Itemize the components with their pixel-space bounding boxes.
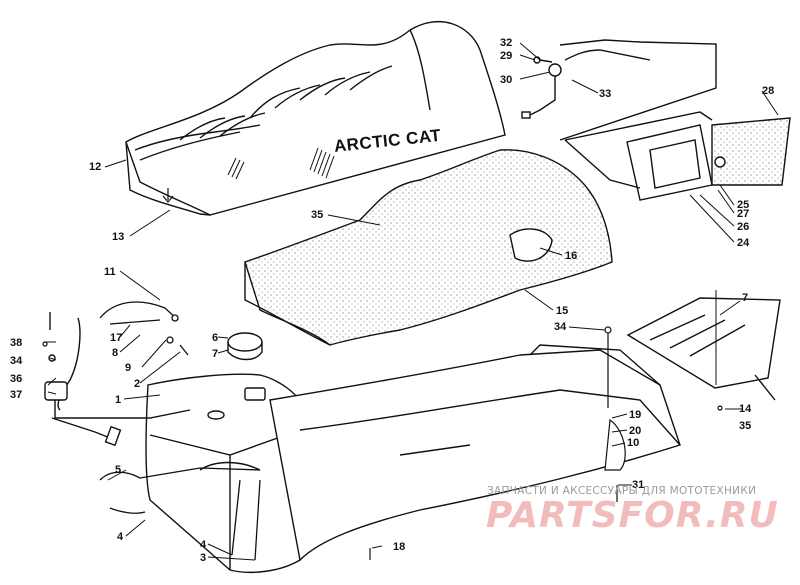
callout-2: 2 bbox=[134, 378, 141, 390]
callout-15: 14 bbox=[739, 403, 752, 415]
callout-21: 20 bbox=[629, 425, 642, 437]
callout-38: 38 bbox=[10, 337, 23, 349]
callout-31: 33 bbox=[599, 88, 612, 100]
callout-20: 19 bbox=[629, 409, 642, 421]
callout-33: 35 bbox=[739, 420, 752, 432]
callout-19: 18 bbox=[393, 541, 406, 553]
callout-27: 29 bbox=[500, 50, 513, 62]
seat-cover bbox=[125, 20, 506, 216]
callout-5: 5 bbox=[115, 464, 122, 476]
callout-18: 17 bbox=[110, 332, 123, 344]
callout-22: 24 bbox=[737, 237, 750, 249]
leader-lines bbox=[45, 42, 779, 561]
callout-1: 1 bbox=[115, 394, 122, 406]
fuel-sender bbox=[44, 312, 191, 447]
fuel-lines bbox=[99, 301, 261, 561]
callout-34: 34 bbox=[10, 355, 23, 367]
callout-14: 13 bbox=[112, 231, 125, 243]
callout-17: 16 bbox=[565, 250, 578, 262]
taillight-assembly bbox=[564, 111, 791, 201]
callout-3: 3 bbox=[200, 552, 207, 564]
callout-4-lower: 4 bbox=[117, 531, 124, 543]
watermark-logo: PARTSFOR.RU bbox=[486, 495, 779, 536]
console-base bbox=[269, 344, 681, 562]
callout-4-upper: 4 bbox=[200, 539, 207, 551]
callout-16: 15 bbox=[556, 305, 569, 317]
callout-36: 36 bbox=[10, 373, 23, 385]
callout-7: 7 bbox=[212, 348, 219, 360]
fuel-cap bbox=[227, 332, 263, 361]
callout-10: 9 bbox=[125, 362, 132, 374]
callout-12: 11 bbox=[104, 266, 116, 278]
watermark-caption: ЗАПЧАСТИ И АКСЕССУАРЫ ДЛЯ МОТОТЕХНИКИ bbox=[487, 485, 757, 497]
rear-cover bbox=[626, 290, 781, 401]
callout-9: 8 bbox=[112, 347, 119, 359]
callout-29: 31 bbox=[632, 479, 645, 491]
callout-30: 32 bbox=[500, 37, 513, 49]
callout-13: 12 bbox=[89, 161, 102, 173]
seat-foam bbox=[244, 149, 613, 346]
callout-8: 7 bbox=[742, 292, 749, 304]
callout-35: 35 bbox=[311, 209, 324, 221]
callout-6: 6 bbox=[212, 332, 219, 344]
callout-25: 27 bbox=[737, 208, 750, 220]
callout-37: 37 bbox=[10, 389, 23, 401]
callout-26: 28 bbox=[762, 85, 775, 97]
wire-harness bbox=[521, 39, 717, 141]
callout-28: 30 bbox=[500, 74, 513, 86]
callout-23: 25 bbox=[737, 199, 750, 211]
callout-11: 10 bbox=[627, 437, 640, 449]
callout-32: 34 bbox=[554, 321, 567, 333]
callout-24: 26 bbox=[737, 221, 750, 233]
